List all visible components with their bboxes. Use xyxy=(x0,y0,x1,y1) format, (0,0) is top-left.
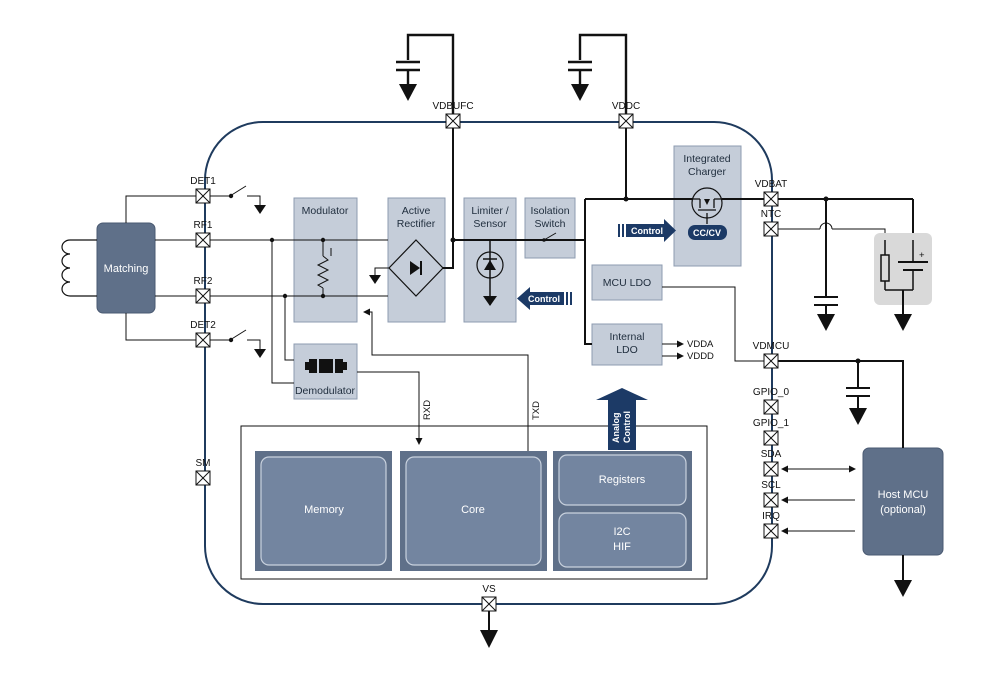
ground-icon xyxy=(894,580,912,597)
pin-label-gpio1: GPIO_1 xyxy=(753,418,790,429)
pin-label-vdbat: VDBAT xyxy=(755,179,788,190)
ground-icon xyxy=(399,84,417,101)
ground-icon xyxy=(254,349,266,358)
limiter-label: Limiter / xyxy=(471,205,508,217)
pin-label-vs: VS xyxy=(482,584,496,595)
ground-icon xyxy=(894,314,912,331)
vddd-label: VDDD xyxy=(687,351,714,362)
analog-control-label: Analog xyxy=(611,413,621,444)
ground-icon xyxy=(817,314,835,331)
pin-label-sm: SM xyxy=(196,458,211,469)
pin-vdmcu xyxy=(763,353,779,369)
charger-block xyxy=(673,145,742,267)
i2c-label: I2C xyxy=(613,526,630,538)
control-label: Control xyxy=(631,226,663,236)
modulator-label: Modulator xyxy=(302,205,349,217)
pin-boxes xyxy=(195,113,779,612)
isolation-label: Switch xyxy=(535,218,566,230)
rf-wiring xyxy=(125,185,388,384)
rectifier-label: Rectifier xyxy=(397,218,436,230)
ground-icon xyxy=(369,275,381,284)
pin-label-vdbufc: VDBUFC xyxy=(432,101,473,112)
pin-irq xyxy=(763,523,779,539)
isolation-label: Isolation xyxy=(530,205,569,217)
rectifier-bridge-icon xyxy=(374,239,444,297)
host-mcu-block xyxy=(862,447,944,556)
ntc-line xyxy=(778,222,886,240)
ground-icon xyxy=(571,84,589,101)
ground-icon xyxy=(849,408,867,425)
rectifier-label: Active xyxy=(402,205,431,217)
pin-gpio1 xyxy=(763,430,779,446)
isolation-switch-block xyxy=(524,197,576,259)
pin-label-rf2: RF2 xyxy=(194,276,213,287)
pin-label-vdmcu: VDMCU xyxy=(753,341,790,352)
pin-label-rf1: RF1 xyxy=(194,220,213,231)
battery-plus-label: + xyxy=(919,250,925,261)
registers-label: Registers xyxy=(599,474,646,486)
demodulator-block xyxy=(293,343,358,400)
ground-icon xyxy=(480,630,498,648)
host-mcu-label: (optional) xyxy=(880,504,926,516)
core-label: Core xyxy=(461,504,485,516)
internal-ldo-label: Internal xyxy=(609,331,644,343)
charger-label: Charger xyxy=(688,166,726,178)
demodulator-label: Demodulator xyxy=(295,385,356,397)
vddc-capacitor xyxy=(568,33,628,120)
pin-scl xyxy=(763,492,779,508)
rxd-label: RXD xyxy=(422,400,433,420)
vdmcu-rail xyxy=(778,360,904,580)
i2c-label: HIF xyxy=(613,541,631,553)
pin-label-ntc: NTC xyxy=(761,209,782,220)
pin-label-vddc: VDDC xyxy=(612,101,640,112)
txd-label: TXD xyxy=(531,401,542,420)
control-arrow-1 xyxy=(618,219,676,242)
pin-det1 xyxy=(195,188,211,204)
antenna-coil-icon xyxy=(61,239,97,297)
memory-label: Memory xyxy=(304,504,344,516)
control-label: Control xyxy=(528,294,560,304)
vdbufc-capacitor xyxy=(396,33,455,120)
pin-sda xyxy=(763,461,779,477)
vdbat-capacitor xyxy=(814,296,838,314)
cccv-label: CC/CV xyxy=(693,228,721,238)
pin-vdbufc xyxy=(445,113,461,129)
pin-gpio0 xyxy=(763,399,779,415)
mcu-ldo-block xyxy=(591,264,663,301)
pin-label-det2: DET2 xyxy=(190,320,216,331)
pin-label-gpio0: GPIO_0 xyxy=(753,387,790,398)
pin-sm xyxy=(195,470,211,486)
host-mcu-label: Host MCU xyxy=(878,489,929,501)
ground-icon xyxy=(254,205,266,214)
analog-control-label: Control xyxy=(622,411,632,443)
pin-vs xyxy=(481,596,497,612)
control-arrow-2 xyxy=(517,287,572,310)
pin-label-scl: SCL xyxy=(761,480,781,491)
cccv-badge xyxy=(688,225,727,240)
battery-icon xyxy=(880,240,928,314)
pin-det2 xyxy=(195,332,211,348)
internal-ldo-label: LDO xyxy=(616,344,638,356)
i2c-bus xyxy=(781,465,856,535)
pin-ntc xyxy=(763,221,779,237)
modulator-switch xyxy=(316,239,388,296)
ldo-feed xyxy=(584,240,592,345)
pin-vdbat xyxy=(763,191,779,207)
pin-label-irq: IRQ xyxy=(762,511,780,522)
matching-label: Matching xyxy=(104,263,149,275)
pin-rf1 xyxy=(195,232,211,248)
internal-ldo-block xyxy=(591,323,663,366)
pin-label-sda: SDA xyxy=(761,449,782,460)
pin-label-det1: DET1 xyxy=(190,176,216,187)
modulator-block xyxy=(293,197,358,323)
vdda-label: VDDA xyxy=(687,339,714,350)
mcu-ldo-label: MCU LDO xyxy=(603,277,651,289)
limiter-label: Sensor xyxy=(473,218,507,230)
pin-rf2 xyxy=(195,288,211,304)
rxd-txd-paths xyxy=(357,308,529,451)
demodulator-icon xyxy=(305,359,347,373)
charger-label: Integrated xyxy=(683,153,730,165)
pin-vddc xyxy=(618,113,634,129)
